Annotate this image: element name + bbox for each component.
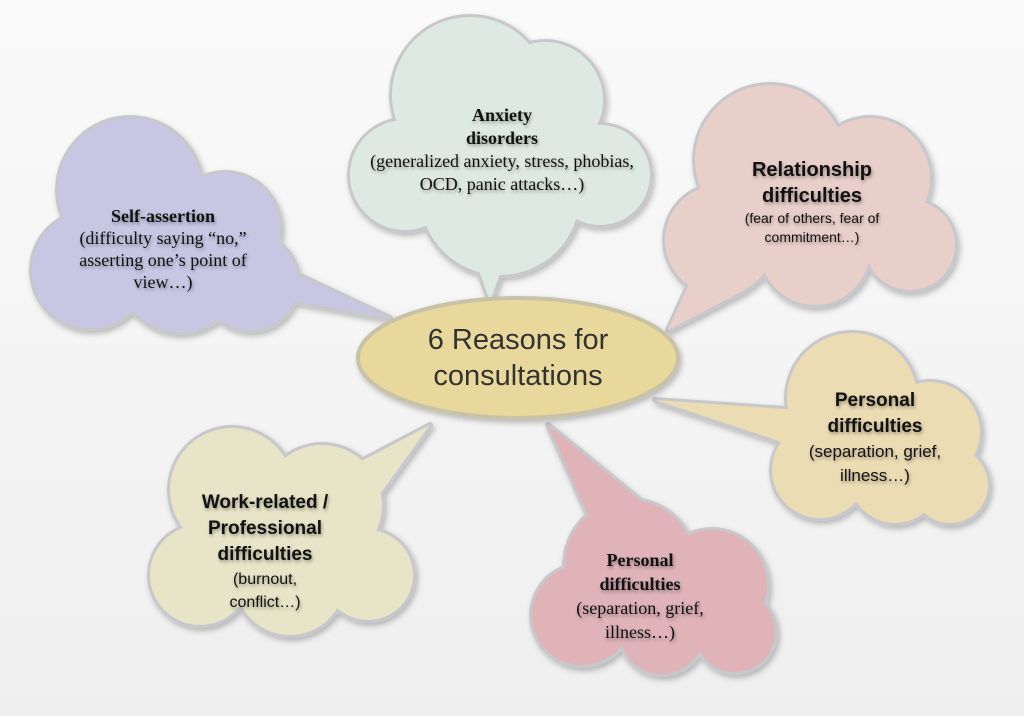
cloud-desc: (generalized anxiety, stress, phobias, O… [370,151,634,194]
cloud-relationship-shape [662,82,958,333]
cloud-lobe [695,592,775,672]
cloud-title: difficulties [599,574,681,594]
callout-tail [548,425,640,515]
cloud-anxiety-shape [347,14,653,305]
callout-tail [245,250,390,318]
cloud-title: Professional [207,518,323,539]
cloud-title: Personal [834,390,916,411]
cloud-lobe [865,200,955,290]
cloud-desc: (burnout, conflict…) [229,571,301,611]
cloud-desc: (fear of others, fear of commitment…) [744,210,880,245]
cloud-title: difficulties [217,544,313,565]
cloud-desc: (difficulty saying “no,” asserting one’s… [79,228,247,292]
cloud-lobe [532,565,632,665]
cloud-self-assertion: Self-assertion (difficulty saying “no,” … [58,205,268,293]
cloud-relationship: Relationship difficulties (fear of other… [712,157,912,247]
cloud-lobe [170,428,294,552]
cloud-desc: (separation, grief, illness…) [576,598,704,642]
callout-tail [465,230,515,302]
cloud-personal-bottom-shape [529,422,778,677]
cloud-self-assertion-shape [29,115,393,335]
cloud-title: Relationship [751,159,872,181]
cloud-title: disorders [466,128,538,148]
cloud-title: difficulties [761,185,862,207]
cloud-personal-bottom: Personal difficulties (separation, grief… [555,548,725,644]
cloud-lobe [912,447,988,523]
cloud-lobe [323,530,413,620]
center-label: 6 Reasons for consultations [380,322,656,394]
cloud-personal-right-shape [652,330,991,526]
cloud-lobe [665,185,775,295]
center-ellipse [356,296,680,420]
center-line-2: consultations [433,360,603,392]
cloud-title: Anxiety [472,105,532,125]
cloud-lobe [150,525,250,625]
cloud-personal-right: Personal difficulties (separation, grief… [790,388,960,488]
cloud-lobe [620,590,704,674]
cloud-desc: (separation, grief, illness…) [808,442,942,485]
cloud-work: Work-related / Professional difficulties… [175,490,355,614]
callout-tail [655,400,812,452]
cloud-title: difficulties [827,416,923,437]
cloud-anxiety: Anxiety disorders (generalized anxiety, … [362,104,642,196]
cloud-lobe [32,212,148,328]
cloud-title: Personal [606,550,674,570]
cloud-title: Self-assertion [111,206,215,226]
cloud-title: Work-related / [201,492,329,513]
callout-tail [325,425,430,505]
callout-tail [668,260,745,330]
cloud-lobe [760,195,870,305]
cloud-lobe [420,115,580,275]
cloud-lobe [235,525,345,635]
cloud-work-shape [147,422,433,638]
center-line-1: 6 Reasons for [427,324,609,356]
